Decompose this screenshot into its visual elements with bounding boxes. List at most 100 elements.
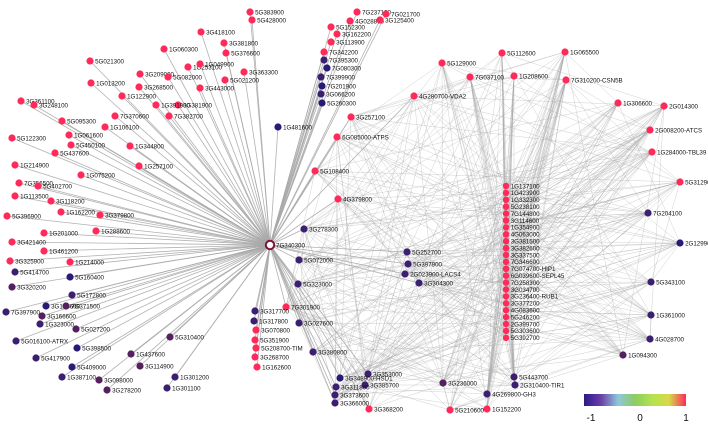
network-node[interactable]: 3G278300 [300, 225, 338, 233]
network-node[interactable]: 1G065500 [561, 48, 599, 56]
network-node[interactable]: 5G016100-ATRX [12, 337, 68, 345]
hub-node[interactable]: 7G340300 [266, 241, 306, 250]
network-node[interactable]: 1G344800 [126, 142, 164, 150]
network-node[interactable]: 1G162600 [253, 363, 291, 371]
network-node[interactable]: 3G366000 [331, 399, 369, 407]
network-node[interactable]: 1G306600 [614, 99, 652, 107]
network-node[interactable]: 2G129900-GRF4 [676, 239, 708, 247]
network-node[interactable]: 5G409000 [68, 363, 106, 371]
network-node[interactable]: 2G310400-TIR1 [511, 381, 565, 389]
network-node[interactable]: 1G257100 [135, 162, 173, 170]
network-node[interactable]: 5G383900 [246, 8, 284, 16]
network-node[interactable]: 5G095300 [58, 117, 96, 125]
network-node[interactable]: 7G204100 [644, 209, 682, 217]
network-node[interactable]: 5G396900 [3, 212, 41, 220]
network-node[interactable]: 3G027600 [295, 319, 333, 327]
network-node[interactable]: 3G268700 [251, 353, 289, 361]
network-node[interactable]: 1G214900 [11, 161, 49, 169]
network-node[interactable]: 1G106100 [101, 123, 139, 131]
network-node[interactable]: 5G417900 [32, 354, 70, 362]
network-node[interactable]: 4G028700 [646, 335, 684, 343]
network-node[interactable]: 5G152300 [327, 23, 365, 31]
network-node[interactable]: 3G381800 [220, 39, 258, 47]
network-node[interactable]: 3G114900 [136, 362, 174, 370]
network-node[interactable]: 4G063000 [503, 231, 540, 239]
network-node[interactable]: 5G450100 [67, 141, 105, 149]
network-node[interactable]: 1G094300 [619, 351, 657, 359]
network-node[interactable]: 6G085000-ATPS [333, 133, 388, 141]
network-node[interactable]: 3G248100 [30, 101, 68, 109]
network-node[interactable]: 2G008200-ATCS [646, 126, 702, 134]
network-node[interactable]: 1G317800 [250, 317, 288, 325]
network-node[interactable]: 1G061600 [65, 131, 103, 139]
network-node[interactable]: 7G074700-HIP1 [503, 266, 556, 274]
network-node[interactable]: 1G288600 [92, 227, 130, 235]
network-node[interactable]: 5G122300 [8, 134, 46, 142]
network-node[interactable]: 1G122900 [118, 92, 156, 100]
network-node[interactable]: 1G214000 [66, 258, 104, 266]
network-node[interactable]: 5G376600 [222, 49, 260, 57]
network-node[interactable]: 2G014300 [660, 102, 698, 110]
network-node[interactable]: 5G108400 [311, 167, 349, 175]
network-node[interactable]: 5G260300 [318, 99, 356, 107]
network-node[interactable]: 7G310200-CSN5B [562, 76, 622, 84]
network-node[interactable]: 1G162200 [57, 208, 95, 216]
network-node[interactable]: 5G312900 [676, 178, 708, 186]
network-node[interactable]: 5G129000 [438, 59, 476, 67]
network-node[interactable]: 7G397900 [2, 308, 40, 316]
network-node[interactable]: 1G323000 [36, 320, 74, 328]
network-node[interactable]: 7G201900 [318, 82, 356, 90]
network-node[interactable]: 5G428000 [248, 16, 286, 24]
network-node[interactable]: 3G114600 [503, 217, 540, 225]
network-node[interactable]: 1G152200 [483, 405, 521, 413]
network-node[interactable]: 5G398500 [73, 344, 111, 352]
network-node[interactable]: 5G437600 [51, 149, 89, 157]
network-node[interactable]: 5G027200 [72, 325, 110, 333]
network-node[interactable]: 1G301100 [163, 384, 201, 392]
network-node[interactable]: 5G210600 [446, 406, 484, 414]
network-node[interactable]: 3G098000 [95, 376, 133, 384]
network-node[interactable]: 2G023900-LACS4 [401, 270, 461, 278]
network-node[interactable]: 3G162200 [333, 30, 371, 38]
network-node[interactable]: 7G080300 [323, 64, 361, 72]
network-node[interactable]: 3G368200 [365, 405, 403, 413]
network-node[interactable]: 3G363300 [240, 68, 278, 76]
network-node[interactable]: 4G280700-VDA2 [410, 92, 466, 100]
network-node[interactable]: 1G113500 [11, 192, 49, 200]
network-node[interactable]: 1G461200 [40, 247, 78, 255]
network-node[interactable]: 5G160400 [66, 273, 104, 281]
network-node[interactable]: 3G325900 [6, 257, 44, 265]
network-node[interactable]: 1G284000-TBL39 [648, 148, 706, 156]
network-node[interactable]: 3G418100 [197, 28, 235, 36]
network-node[interactable]: 1G332300 [503, 197, 540, 205]
network-node[interactable]: 3G443000 [196, 84, 234, 92]
network-node[interactable]: 7G370600 [111, 112, 149, 120]
network-node[interactable]: 1G201000 [40, 229, 78, 237]
network-node[interactable]: 3G118200 [47, 197, 85, 205]
network-node[interactable]: 5G072000 [295, 256, 333, 264]
network-node[interactable]: 3G421400 [8, 238, 46, 246]
network-node[interactable]: 5G021200 [221, 76, 259, 84]
network-node[interactable]: 1G075200 [77, 171, 115, 179]
network-node[interactable]: 5G414700 [11, 268, 49, 276]
network-node[interactable]: 5G323000 [294, 280, 332, 288]
network-node[interactable]: 1G013200 [87, 79, 125, 87]
network-node[interactable]: 5G310400 [166, 333, 204, 341]
network-node[interactable]: 3G278200 [103, 386, 141, 394]
network-node[interactable]: 5G402700 [34, 182, 72, 190]
network-node[interactable]: 3G166600 [38, 312, 76, 320]
network-node[interactable]: 3G320200 [8, 283, 46, 291]
network-node[interactable]: 4G269800-GH3 [483, 390, 536, 398]
network-node[interactable]: 1G361000 [647, 311, 685, 319]
network-node[interactable]: 1G208600 [510, 72, 548, 80]
network-node[interactable]: 3G311800 [332, 383, 370, 391]
network-node[interactable]: 6G039600-SEPL45 [503, 273, 565, 281]
network-node[interactable]: 7G342200 [320, 48, 358, 56]
network-node[interactable]: 3G236400-RUB1 [503, 293, 559, 301]
network-node[interactable]: 5G021300 [86, 57, 124, 65]
network-node[interactable]: 4G379800 [334, 195, 372, 203]
network-node[interactable]: 3G317700 [251, 307, 289, 315]
network-node[interactable]: 1G301200 [171, 373, 209, 381]
network-node[interactable]: 7G395300 [320, 56, 358, 64]
network-node[interactable]: 1G437600 [127, 350, 165, 358]
